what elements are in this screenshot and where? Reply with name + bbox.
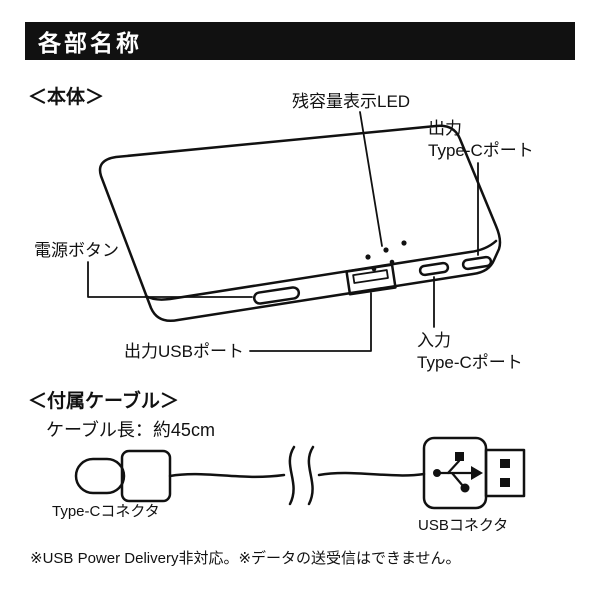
typec-plug-body bbox=[120, 449, 172, 503]
leader-lines bbox=[87, 111, 479, 352]
cable-break-mark-left bbox=[288, 445, 296, 506]
output-typec-port-shape bbox=[461, 255, 493, 271]
input-typec-port-shape bbox=[418, 261, 450, 277]
footnote: ※USB Power Delivery非対応。※データの送受信はできません。 bbox=[30, 550, 461, 567]
page-title: 各部名称 bbox=[25, 22, 575, 60]
power-button-shape bbox=[252, 286, 301, 305]
label-led: 残容量表示LED bbox=[292, 92, 411, 111]
usb-trident-icon bbox=[433, 452, 483, 493]
usb-plug-hole-top bbox=[500, 459, 510, 468]
usb-plug-metal-shell bbox=[484, 448, 526, 498]
cable-break-mark-right bbox=[307, 445, 315, 506]
label-usb-connector: USBコネクタ bbox=[418, 517, 509, 534]
powerbank-body-outline bbox=[98, 124, 502, 322]
powerbank-illustration bbox=[98, 124, 502, 322]
powerbank-front-edge-line bbox=[144, 239, 498, 301]
label-typec-connector: Type-Cコネクタ bbox=[52, 503, 160, 520]
usb-plug-hole-bottom bbox=[500, 478, 510, 487]
usb-output-port-shape bbox=[345, 263, 397, 296]
label-input-typec-line1: 入力 bbox=[417, 331, 451, 350]
leader-led-line bbox=[359, 111, 383, 247]
cable-line-left bbox=[168, 472, 286, 479]
cable-line-right bbox=[317, 471, 426, 477]
leader-output-usb-line bbox=[249, 292, 372, 352]
label-cable-length: ケーブル長：約45cm bbox=[46, 420, 215, 440]
leader-power-button-line bbox=[87, 261, 253, 298]
typec-plug-tip bbox=[74, 457, 126, 495]
label-output-typec-line2: Type-Cポート bbox=[428, 141, 534, 160]
section-heading-body: ＜本体＞ bbox=[28, 87, 105, 108]
label-power-button: 電源ボタン bbox=[34, 241, 119, 260]
led-dots bbox=[365, 240, 407, 272]
label-output-typec-line1: 出力 bbox=[428, 119, 462, 138]
cable-illustration bbox=[74, 436, 526, 510]
label-input-typec-line2: Type-Cポート bbox=[417, 353, 523, 372]
label-output-usb: 出力USBポート bbox=[124, 342, 244, 361]
section-heading-cable: ＜付属ケーブル＞ bbox=[28, 391, 179, 412]
